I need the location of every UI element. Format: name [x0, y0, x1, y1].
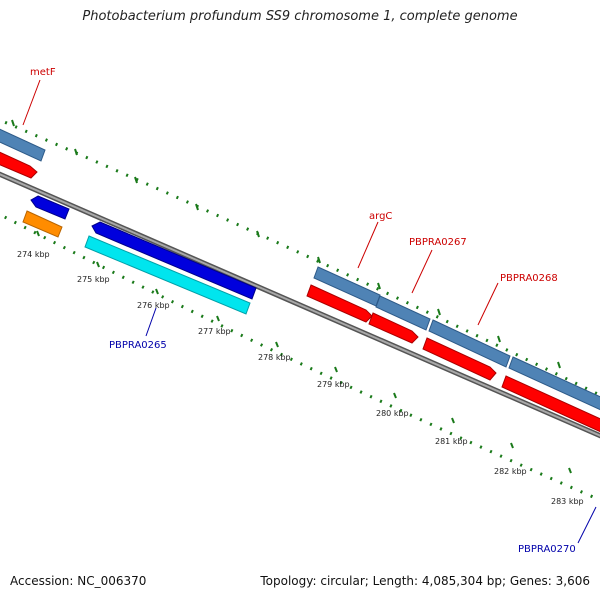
accession-text: Accession: NC_006370: [10, 574, 147, 588]
inner-major-ticks: [36, 230, 572, 474]
cds-feature-metf[interactable]: [0, 150, 38, 179]
tick-label-278: 278 kbp: [258, 353, 291, 362]
gene-label-pbpra0268: PBPRA0268: [500, 273, 558, 284]
gene-feature-next[interactable]: [508, 356, 600, 411]
gene-label-argc: argC: [369, 211, 392, 222]
reverse-gene-pbpra0265[interactable]: [84, 235, 251, 315]
cds-feature-argc[interactable]: [306, 284, 373, 323]
tick-label-274: 274 kbp: [17, 250, 50, 259]
gene-feature-metf[interactable]: [0, 127, 46, 162]
reverse-cds-pbpra0265[interactable]: [91, 221, 257, 300]
tick-label-275: 275 kbp: [77, 275, 110, 284]
genome-backbone-highlight: [0, 173, 600, 437]
outer-tick-track: [0, 118, 600, 397]
gene-feature-pbpra0267[interactable]: [375, 295, 431, 331]
cds-feature-next[interactable]: [501, 375, 600, 433]
map-title: Photobacterium profundum SS9 chromosome …: [82, 9, 518, 24]
outer-major-ticks: [11, 119, 561, 369]
other-feature-orange[interactable]: [22, 210, 63, 238]
reverse-cds-small[interactable]: [30, 195, 70, 220]
gene-label-pbpra0267: PBPRA0267: [409, 237, 467, 248]
tick-label-276: 276 kbp: [137, 301, 170, 310]
topology-text: Topology: circular; Length: 4,085,304 bp…: [260, 574, 590, 588]
inner-tick-track: [0, 212, 600, 502]
label-leaders: [22, 79, 597, 544]
gene-label-pbpra0265: PBPRA0265: [109, 340, 167, 351]
tick-label-283: 283 kbp: [551, 497, 584, 506]
tick-label-282: 282 kbp: [494, 467, 527, 476]
tick-label-279: 279 kbp: [317, 380, 350, 389]
tick-label-280: 280 kbp: [376, 409, 409, 418]
cds-feature-pbpra0267[interactable]: [368, 312, 419, 344]
tick-label-281: 281 kbp: [435, 437, 468, 446]
gene-label-metf: metF: [30, 67, 56, 78]
gene-label-pbpra0270: PBPRA0270: [518, 544, 576, 555]
tick-label-277: 277 kbp: [198, 327, 231, 336]
cds-feature-pbpra0268[interactable]: [422, 337, 497, 381]
gene-feature-pbpra0268[interactable]: [428, 319, 511, 368]
